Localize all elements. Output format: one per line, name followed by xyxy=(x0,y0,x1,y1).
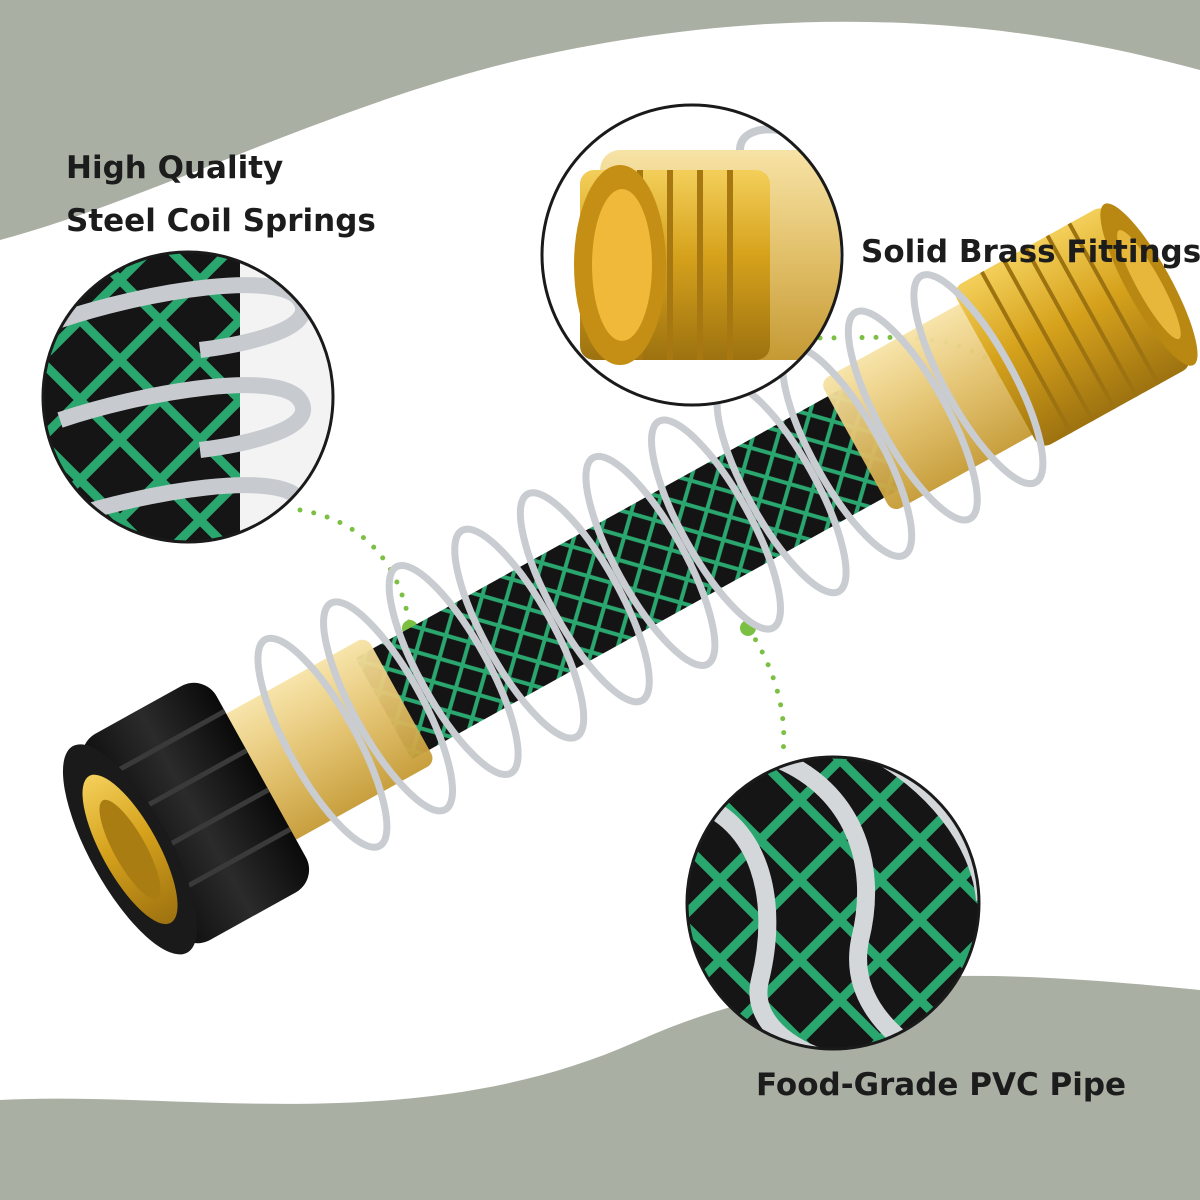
label-food-grade-pvc-pipe: Food-Grade PVC Pipe xyxy=(756,1067,1127,1103)
label-springs-line1: High Quality xyxy=(66,150,284,186)
magnifier-spring xyxy=(43,252,333,542)
label-steel-coil-springs: High Quality Steel Coil Springs xyxy=(66,142,376,247)
label-springs-line2: Steel Coil Springs xyxy=(66,202,376,239)
top-band xyxy=(0,0,1200,240)
magnifier-brass xyxy=(542,105,842,405)
hose-assembly xyxy=(62,203,1198,955)
label-solid-brass-fittings: Solid Brass Fittings xyxy=(861,234,1200,270)
